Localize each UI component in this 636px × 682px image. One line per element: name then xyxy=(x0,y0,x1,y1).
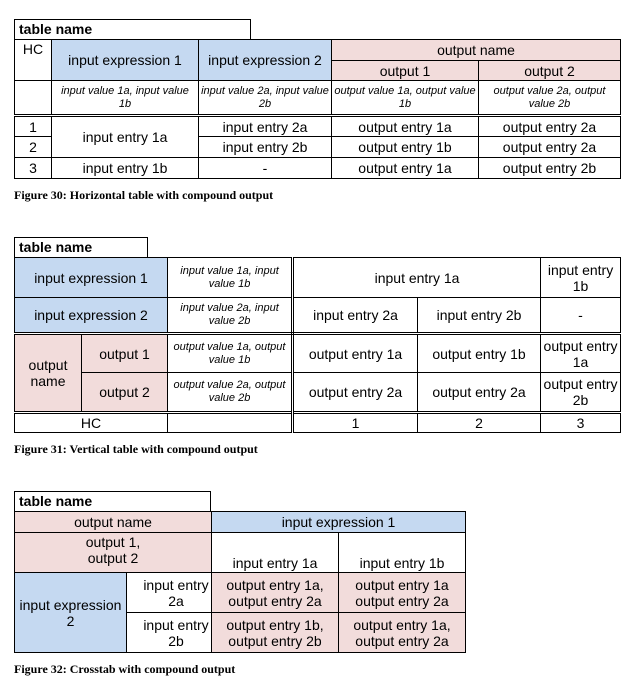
fig31-input-values-1: input value 1a, input value 1b xyxy=(167,257,295,298)
fig31-input-values-2: input value 2a, input value 2b xyxy=(167,297,295,335)
fig31-input-entry-1a: input entry 1a xyxy=(292,257,542,298)
fig31-caption: Figure 31: Vertical table with compound … xyxy=(14,442,258,456)
fig31-output-name: output name xyxy=(14,333,82,413)
fig32-output-entry-text: output entry 1a, output entry 2a xyxy=(226,576,324,609)
fig30-hc-blank xyxy=(14,80,52,117)
fig32-input-entry-2b: input entry 2b xyxy=(126,612,212,653)
fig30-input-entry: input entry 2a xyxy=(198,115,332,137)
fig31-hc-blank xyxy=(167,411,295,433)
fig32-input-expression-1: input expression 1 xyxy=(210,511,467,533)
fig31-table: input expression 1 input value 1a, input… xyxy=(13,257,622,433)
fig30-input-expression-1: input expression 1 xyxy=(51,39,199,81)
fig32-outputs-label: output 1, output 2 xyxy=(14,532,212,573)
fig32-input-entry-2b-text: input entry 2b xyxy=(143,616,209,649)
fig31-input-entry-2a: input entry 2a xyxy=(292,297,419,335)
fig30-rule-number: 2 xyxy=(14,136,52,158)
fig30-output-entry: output entry 2b xyxy=(478,157,621,179)
fig30-output-entry: output entry 1a xyxy=(331,157,479,179)
fig30-rule-number: 3 xyxy=(14,157,52,179)
fig30-output-entry: output entry 1a xyxy=(331,115,479,137)
fig30-output-entry: output entry 2a xyxy=(478,115,621,137)
fig30-input-expression-2: input expression 2 xyxy=(198,39,332,81)
fig31-output-entry: output entry 2a xyxy=(292,372,419,413)
fig32-output-entry: output entry 1b, output entry 2b xyxy=(211,612,339,653)
fig30-input-entry: input entry 2b xyxy=(198,136,332,158)
fig30-caption: Figure 30: Horizontal table with compoun… xyxy=(14,188,274,202)
fig32-output-entry-text: output entry 1b, output entry 2b xyxy=(226,616,324,649)
fig32-input-entry-1a: input entry 1a xyxy=(211,532,339,573)
fig31-input-entry-2b: input entry 2b xyxy=(417,297,542,335)
fig31-output-1: output 1 xyxy=(80,333,169,373)
fig31-rule-number: 1 xyxy=(292,411,419,433)
fig32-output-entry: output entry 1a, output entry 2a xyxy=(211,572,339,613)
fig31-table-name: table name xyxy=(14,237,148,257)
fig32-output-entry: output entry 1a output entry 2a xyxy=(337,572,467,613)
fig31-hc-label: HC xyxy=(13,411,169,433)
fig31-input-entry-1b: input entry 1b xyxy=(540,257,622,298)
fig31-output-entry: output entry 2b xyxy=(540,372,622,413)
fig30-output-entry: output entry 2a xyxy=(478,136,621,158)
fig31-input-entry-dash: - xyxy=(540,297,622,335)
fig32-outputs-text: output 1, output 2 xyxy=(85,534,141,566)
table-row: 1 input entry 1a input entry 2a output e… xyxy=(14,115,621,158)
fig32-input-entry-2a-text: input entry 2a xyxy=(143,576,209,609)
fig31-output-entry: output entry 1b xyxy=(417,333,542,373)
fig30-table: HC input expression 1 input expression 2… xyxy=(14,39,621,179)
fig32-output-entry: output entry 1a, output entry 2a xyxy=(337,612,467,653)
fig30-output-1: output 1 xyxy=(331,60,479,81)
fig30-output-values-2: output value 2a, output value 2b xyxy=(478,80,621,117)
fig30-input-entry: input entry 1a xyxy=(51,115,199,158)
fig30-input-entry: - xyxy=(198,157,332,179)
fig32-input-entry-2a: input entry 2a xyxy=(126,572,212,613)
fig30-table-name: table name xyxy=(14,19,251,39)
fig31-output-2: output 2 xyxy=(80,372,169,413)
fig30-input-values-1: input value 1a, input value 1b xyxy=(51,80,199,117)
fig30-input-entry: input entry 1b xyxy=(51,157,199,179)
fig30-input-values-2: input value 2a, input value 2b xyxy=(198,80,332,117)
fig30-hc-header: HC xyxy=(14,39,52,81)
table-row: 3 input entry 1b - output entry 1a outpu… xyxy=(14,157,621,179)
fig30-output-2: output 2 xyxy=(478,60,621,81)
fig32-table-name: table name xyxy=(14,491,211,511)
fig31-input-expression-2: input expression 2 xyxy=(13,297,169,335)
fig30-rule-number: 1 xyxy=(14,115,52,137)
fig31-output-entry: output entry 1a xyxy=(292,333,419,373)
fig31-output-values-2: output value 2a, output value 2b xyxy=(167,372,295,413)
fig32-input-entry-1b: input entry 1b xyxy=(337,532,467,573)
fig31-rule-number: 3 xyxy=(540,411,622,433)
fig31-output-entry: output entry 1a xyxy=(540,333,622,373)
fig31-output-entry: output entry 2a xyxy=(417,372,542,413)
fig31-output-values-1: output value 1a, output value 1b xyxy=(167,333,295,373)
fig30-output-name: output name xyxy=(331,39,621,61)
fig32-caption: Figure 32: Crosstab with compound output xyxy=(14,662,236,676)
fig32-output-entry-text: output entry 1a, output entry 2a xyxy=(353,616,451,649)
fig30-output-entry: output entry 1b xyxy=(331,136,479,158)
fig32-output-name: output name xyxy=(14,511,212,533)
fig32-input-expression-2: input expression 2 xyxy=(14,572,127,653)
fig32-table: output name input expression 1 output 1,… xyxy=(14,511,467,653)
fig31-input-expression-1: input expression 1 xyxy=(13,257,169,298)
fig31-rule-number: 2 xyxy=(417,411,542,433)
fig30-output-values-1: output value 1a, output value 1b xyxy=(331,80,479,117)
fig32-output-entry-text: output entry 1a output entry 2a xyxy=(355,576,449,609)
